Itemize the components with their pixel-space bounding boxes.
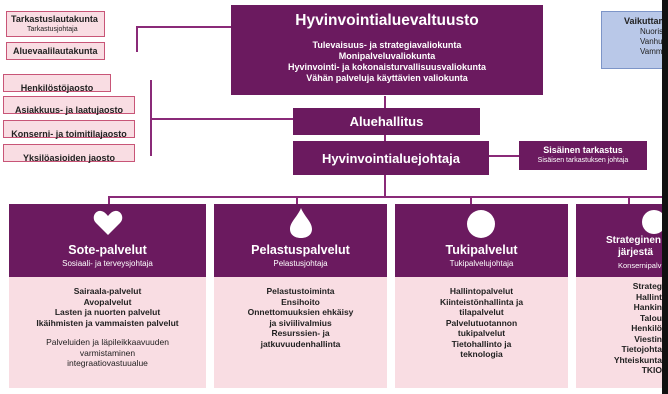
unit-strategy-title-2: järjestä: [618, 247, 654, 258]
unit-pelastus-title: Pelastuspalvelut: [251, 243, 350, 257]
connector-divisions-horizontal: [150, 118, 293, 120]
connector-unit1-down: [108, 196, 110, 204]
unit-tuki-item-2: Kiinteistönhallinta ja: [439, 296, 524, 307]
circle-icon: [467, 210, 495, 238]
unit-pelastus-subtitle: Pelastusjohtaja: [273, 259, 328, 268]
circle-icon: [642, 210, 662, 234]
unit-sote-item-4: Ikäihmisten ja vammaisten palvelut: [36, 317, 179, 328]
unit-sote-header: Sote-palvelut Sosiaali- ja terveysjohtaj…: [9, 204, 206, 277]
unit-sote-title: Sote-palvelut: [68, 243, 147, 257]
committee-1: Tulevaisuus- ja strategiavaliokunta: [312, 40, 462, 50]
influence-line-2: Vanhu: [640, 37, 663, 46]
committee-4: Vähän palveluja käyttävien valiokunta: [306, 73, 468, 83]
unit-strategy-item-7: Tietojohta: [621, 344, 662, 354]
unit-sote-item-1: Sairaala-palvelut: [73, 286, 142, 296]
unit-sote-extra-3: integraatiovastuualue: [67, 358, 148, 368]
influence-box: Vaikuttam Nuoris Vanhu Vamma: [601, 11, 668, 69]
connector-unit3-down: [470, 196, 472, 204]
division-label-2: Asiakkuus- ja laatujaosto: [14, 105, 124, 115]
audit-committee-subtitle: Tarkastusjohtaja: [27, 26, 78, 33]
drop-icon: [290, 208, 312, 238]
connector-unit4-down: [628, 196, 630, 204]
division-label-1: Henkilöstöjaosto: [20, 83, 94, 93]
regional-government-title: Aluehallitus: [349, 114, 424, 129]
council-box: Hyvinvointialuevaltuusto Tulevaisuus- ja…: [231, 5, 543, 95]
division-label-3: Konserni- ja toimitilajaosto: [11, 129, 127, 139]
unit-pelastus-item-1: Pelastustoiminta: [266, 286, 335, 296]
right-edge-border: [662, 0, 668, 394]
heart-icon: [93, 210, 123, 235]
unit-pelastus-header: Pelastuspalvelut Pelastusjohtaja: [214, 204, 387, 277]
unit-tuki-item-7: teknologia: [460, 349, 503, 359]
internal-audit-subtitle: Sisäisen tarkastuksen johtaja: [537, 157, 629, 164]
unit-tuki-subtitle: Tukipalvelujohtaja: [449, 259, 514, 268]
influence-title: Vaikuttam: [624, 16, 667, 26]
influence-line-1: Nuoris: [640, 27, 664, 36]
unit-tuki-item-3: tilapalvelut: [459, 307, 504, 317]
unit-tuki-item-6: Tietohallinto ja: [451, 338, 512, 349]
audit-committee-title: Tarkastuslautakunta: [11, 14, 98, 24]
connector-unit2-down: [296, 196, 298, 204]
division-box-4: Yksilöasioiden jaosto: [3, 144, 135, 163]
unit-tuki-title: Tukipalvelut: [445, 243, 518, 257]
connector-left-top-vertical: [136, 26, 138, 52]
unit-sote-item-2: Avopalvelut: [83, 296, 132, 307]
division-label-4: Yksilöasioiden jaosto: [22, 153, 116, 163]
unit-sote-extra-2: varmistaminen: [79, 347, 136, 358]
council-title: Hyvinvointialuevaltuusto: [295, 12, 479, 29]
connector-left-top: [136, 26, 231, 28]
unit-pelastus-body: Pelastustoiminta Ensihoito Onnettomuuksi…: [214, 277, 387, 388]
unit-sote-extra-1: Palveluiden ja läpileikkaavuuden: [46, 337, 169, 347]
director-title: Hyvinvointialuejohtaja: [322, 151, 460, 166]
connector-units-horizontal: [108, 196, 662, 198]
director-box: Hyvinvointialuejohtaja: [293, 141, 489, 175]
influence-line-3: Vamma: [640, 47, 667, 56]
election-board-box: Aluevaalilautakunta: [6, 42, 105, 60]
committee-2: Monipalveluvaliokunta: [338, 51, 436, 61]
unit-strategy-item-5: Henkilö: [631, 323, 662, 333]
division-box-1: Henkilöstöjaosto: [3, 74, 111, 93]
unit-strategy-item-1: Strateg: [632, 281, 662, 291]
unit-pelastus-item-3: Onnettomuuksien ehkäisy: [247, 307, 354, 317]
unit-strategy-subtitle: Konsernipalv: [618, 261, 662, 270]
internal-audit-box: Sisäinen tarkastus Sisäisen tarkastuksen…: [519, 141, 647, 170]
election-board-title: Aluevaalilautakunta: [13, 46, 98, 56]
internal-audit-title: Sisäinen tarkastus: [543, 145, 623, 155]
unit-strategy-body: Strateg Hallint Hankin Talou Henkilö Vie…: [576, 277, 662, 388]
unit-strategy-title-1: Strateginen: [606, 235, 662, 246]
unit-sote-item-3: Lasten ja nuorten palvelut: [54, 307, 161, 317]
unit-sote-body: Sairaala-palvelut Avopalvelut Lasten ja …: [9, 277, 206, 388]
connector-audit: [489, 155, 519, 157]
unit-strategy-item-6: Viestin: [634, 333, 662, 344]
unit-sote-subtitle: Sosiaali- ja terveysjohtaja: [62, 259, 153, 268]
unit-strategy-item-4: Talou: [639, 312, 662, 323]
unit-pelastus-item-2: Ensihoito: [281, 296, 320, 307]
unit-strategy-header: Strateginen järjestä Konsernipalv: [576, 204, 662, 277]
unit-pelastus-item-6: jatkuvuudenhallinta: [260, 338, 341, 349]
unit-strategy-item-2: Hallint: [636, 291, 662, 302]
committee-3: Hyvinvointi- ja kokonaisturvallisuusvali…: [287, 62, 487, 72]
unit-tuki-header: Tukipalvelut Tukipalvelujohtaja: [395, 204, 568, 277]
unit-tuki-item-4: Palvelutuotannon: [445, 317, 518, 328]
unit-strategy-item-3: Hankin: [633, 302, 662, 312]
audit-committee-box: Tarkastuslautakunta Tarkastusjohtaja: [6, 11, 105, 37]
connector-board-down: [384, 96, 386, 110]
connector-hallitus-down: [384, 135, 386, 142]
unit-pelastus-item-4: ja siviilivalmius: [269, 317, 332, 328]
unit-tuki-item-5: tukipalvelut: [457, 328, 506, 338]
connector-director-down: [384, 175, 386, 197]
unit-tuki-item-1: Hallintopalvelut: [449, 286, 514, 296]
unit-pelastus-item-5: Resurssien- ja: [271, 328, 330, 338]
division-box-3: Konserni- ja toimitilajaosto: [3, 120, 135, 139]
regional-government-box: Aluehallitus: [293, 108, 480, 135]
unit-strategy-item-8: Yhteiskunta: [613, 354, 662, 365]
division-box-2: Asiakkuus- ja laatujaosto: [3, 96, 135, 115]
unit-tuki-body: Hallintopalvelut Kiinteistönhallinta ja …: [395, 277, 568, 388]
unit-strategy-item-9: TKIO: [641, 365, 662, 375]
